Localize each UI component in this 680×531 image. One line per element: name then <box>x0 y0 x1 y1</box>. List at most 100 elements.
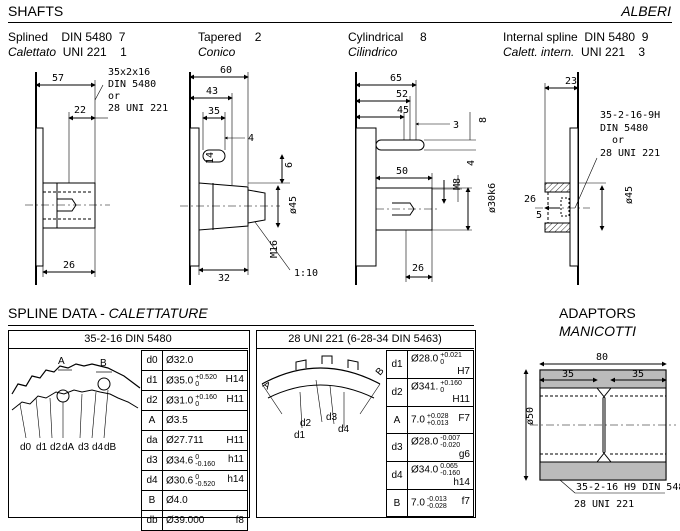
note-or: or <box>612 135 624 146</box>
note-28uni: 28 UNI 221 <box>600 148 660 159</box>
table2-frame <box>256 330 476 518</box>
table2-tolerance-class: h14 <box>453 477 470 488</box>
dim-52: 52 <box>396 89 408 100</box>
lower-limit: -0.160 <box>195 460 216 468</box>
dim-26: 26 <box>412 263 424 274</box>
page-title-italic: ALBERI <box>621 3 671 19</box>
upper-limit: +0.028 <box>426 413 449 420</box>
dim-3: 3 <box>453 120 459 131</box>
dim-35: 35 <box>208 106 220 117</box>
lower-limit: -0.160 <box>440 470 461 477</box>
table2-title: 28 UNI 221 (6-28-34 DIN 5463) <box>256 330 474 349</box>
table2-symbol: B <box>386 489 408 517</box>
tapered-shaft-drawing <box>180 72 291 285</box>
table2-value: 7.0 <box>411 497 425 509</box>
dim-m8: M8 <box>452 178 463 190</box>
upper-limit: +0.520 <box>195 373 217 381</box>
dim-26: 26 <box>63 260 75 271</box>
internal-dim-texts: 23 35-2-16-9H DIN 5480 or 28 UNI 221 26 … <box>524 76 660 221</box>
type-cylindrical: Cylindrical 8 <box>348 30 427 44</box>
type-splined-it: Calettato UNI 221 1 <box>8 45 127 59</box>
dim-43: 43 <box>206 86 218 97</box>
lower-limit: -0.028 <box>426 503 447 510</box>
dim-diam45: ø45 <box>288 196 299 214</box>
table1-value: Ø4.0 <box>166 495 188 506</box>
cylindrical-dim-texts: 65 52 45 3 8 50 M8 4 ø30k6 26 <box>390 73 498 274</box>
table1-tolerance-limits: 0-0.160 <box>195 454 215 468</box>
table1-value: Ø3.5 <box>166 415 188 426</box>
type-tapered-it: Conico <box>198 45 236 59</box>
table1-tolerance-class: H11 <box>226 393 244 405</box>
table2-symbol: d3 <box>386 433 408 462</box>
table2-tolerance-class: F7 <box>458 413 470 424</box>
tapered-dim-texts: 60 43 35 4 6 14 ø45 M16 32 1:10 <box>205 65 318 284</box>
table1-value-cell: Ø32.0 <box>162 350 248 371</box>
adaptors-title-italic: MANICOTTI <box>559 323 636 339</box>
table1-value-cell: Ø3.5 <box>162 410 248 431</box>
lower-limit: +0.013 <box>426 420 449 427</box>
note-28uni: 28 UNI 221 <box>108 103 168 114</box>
spline-rule <box>8 325 474 326</box>
lower-limit: -0.020 <box>440 442 461 449</box>
dim-5: 5 <box>536 210 542 221</box>
table2-tolerance-limits: -0.007-0.020 <box>440 435 460 449</box>
dim-45: 45 <box>397 105 409 116</box>
table2-tolerance-limits: -0.013-0.028 <box>427 496 447 510</box>
dim-diam45: ø45 <box>624 186 635 204</box>
type-internal: Internal spline DIN 5480 9 <box>503 30 649 44</box>
dim-60: 60 <box>220 65 232 76</box>
type-splined: Splined DIN 5480 7 <box>8 30 126 44</box>
table1-value-cell: Ø4.0 <box>162 490 248 511</box>
table1-value: Ø30.6 <box>166 475 194 487</box>
dim-4: 4 <box>248 133 254 144</box>
page-title: SHAFTS <box>8 3 64 19</box>
table1-value: Ø35.0 <box>166 375 194 387</box>
upper-limit: +0.160 <box>195 393 217 401</box>
table1-value: Ø34.6 <box>166 455 194 467</box>
dim-32: 32 <box>218 273 230 284</box>
lower-limit: 0 <box>195 400 200 408</box>
table2-symbol: d1 <box>386 350 408 379</box>
note-35x2x16: 35x2x16 <box>108 67 150 78</box>
table2-value: Ø341. <box>411 381 439 393</box>
upper-limit: -0.007 <box>440 435 461 442</box>
table1-symbol: A <box>141 410 163 431</box>
splined-dim-texts: 57 35x2x16 DIN 5480 or 28 UNI 221 22 26 <box>52 67 168 271</box>
dim-4: 4 <box>466 160 477 166</box>
note-or: or <box>108 91 120 102</box>
note-35-2-16-9h: 35-2-16-9H <box>600 110 660 121</box>
table1-tolerance-class: h14 <box>227 473 244 485</box>
dim-57: 57 <box>52 73 64 84</box>
table1-tolerance-class: f8 <box>235 515 244 526</box>
table1-symbol: d0 <box>141 350 163 371</box>
table1-symbol: d3 <box>141 450 163 471</box>
upper-limit: +0.160 <box>440 380 462 387</box>
dim-65: 65 <box>390 73 402 84</box>
table1-symbol: d4 <box>141 470 163 491</box>
table2-tolerance-class: H11 <box>452 394 470 405</box>
table2-tolerance-limits: 0.065-0.160 <box>440 463 460 477</box>
dim-50: 50 <box>396 166 408 177</box>
adaptor-dim-80: 80 <box>596 352 608 363</box>
dim-8: 8 <box>478 117 489 123</box>
table2-tolerance-class: H7 <box>457 366 470 377</box>
upper-limit: 0.065 <box>440 463 458 470</box>
